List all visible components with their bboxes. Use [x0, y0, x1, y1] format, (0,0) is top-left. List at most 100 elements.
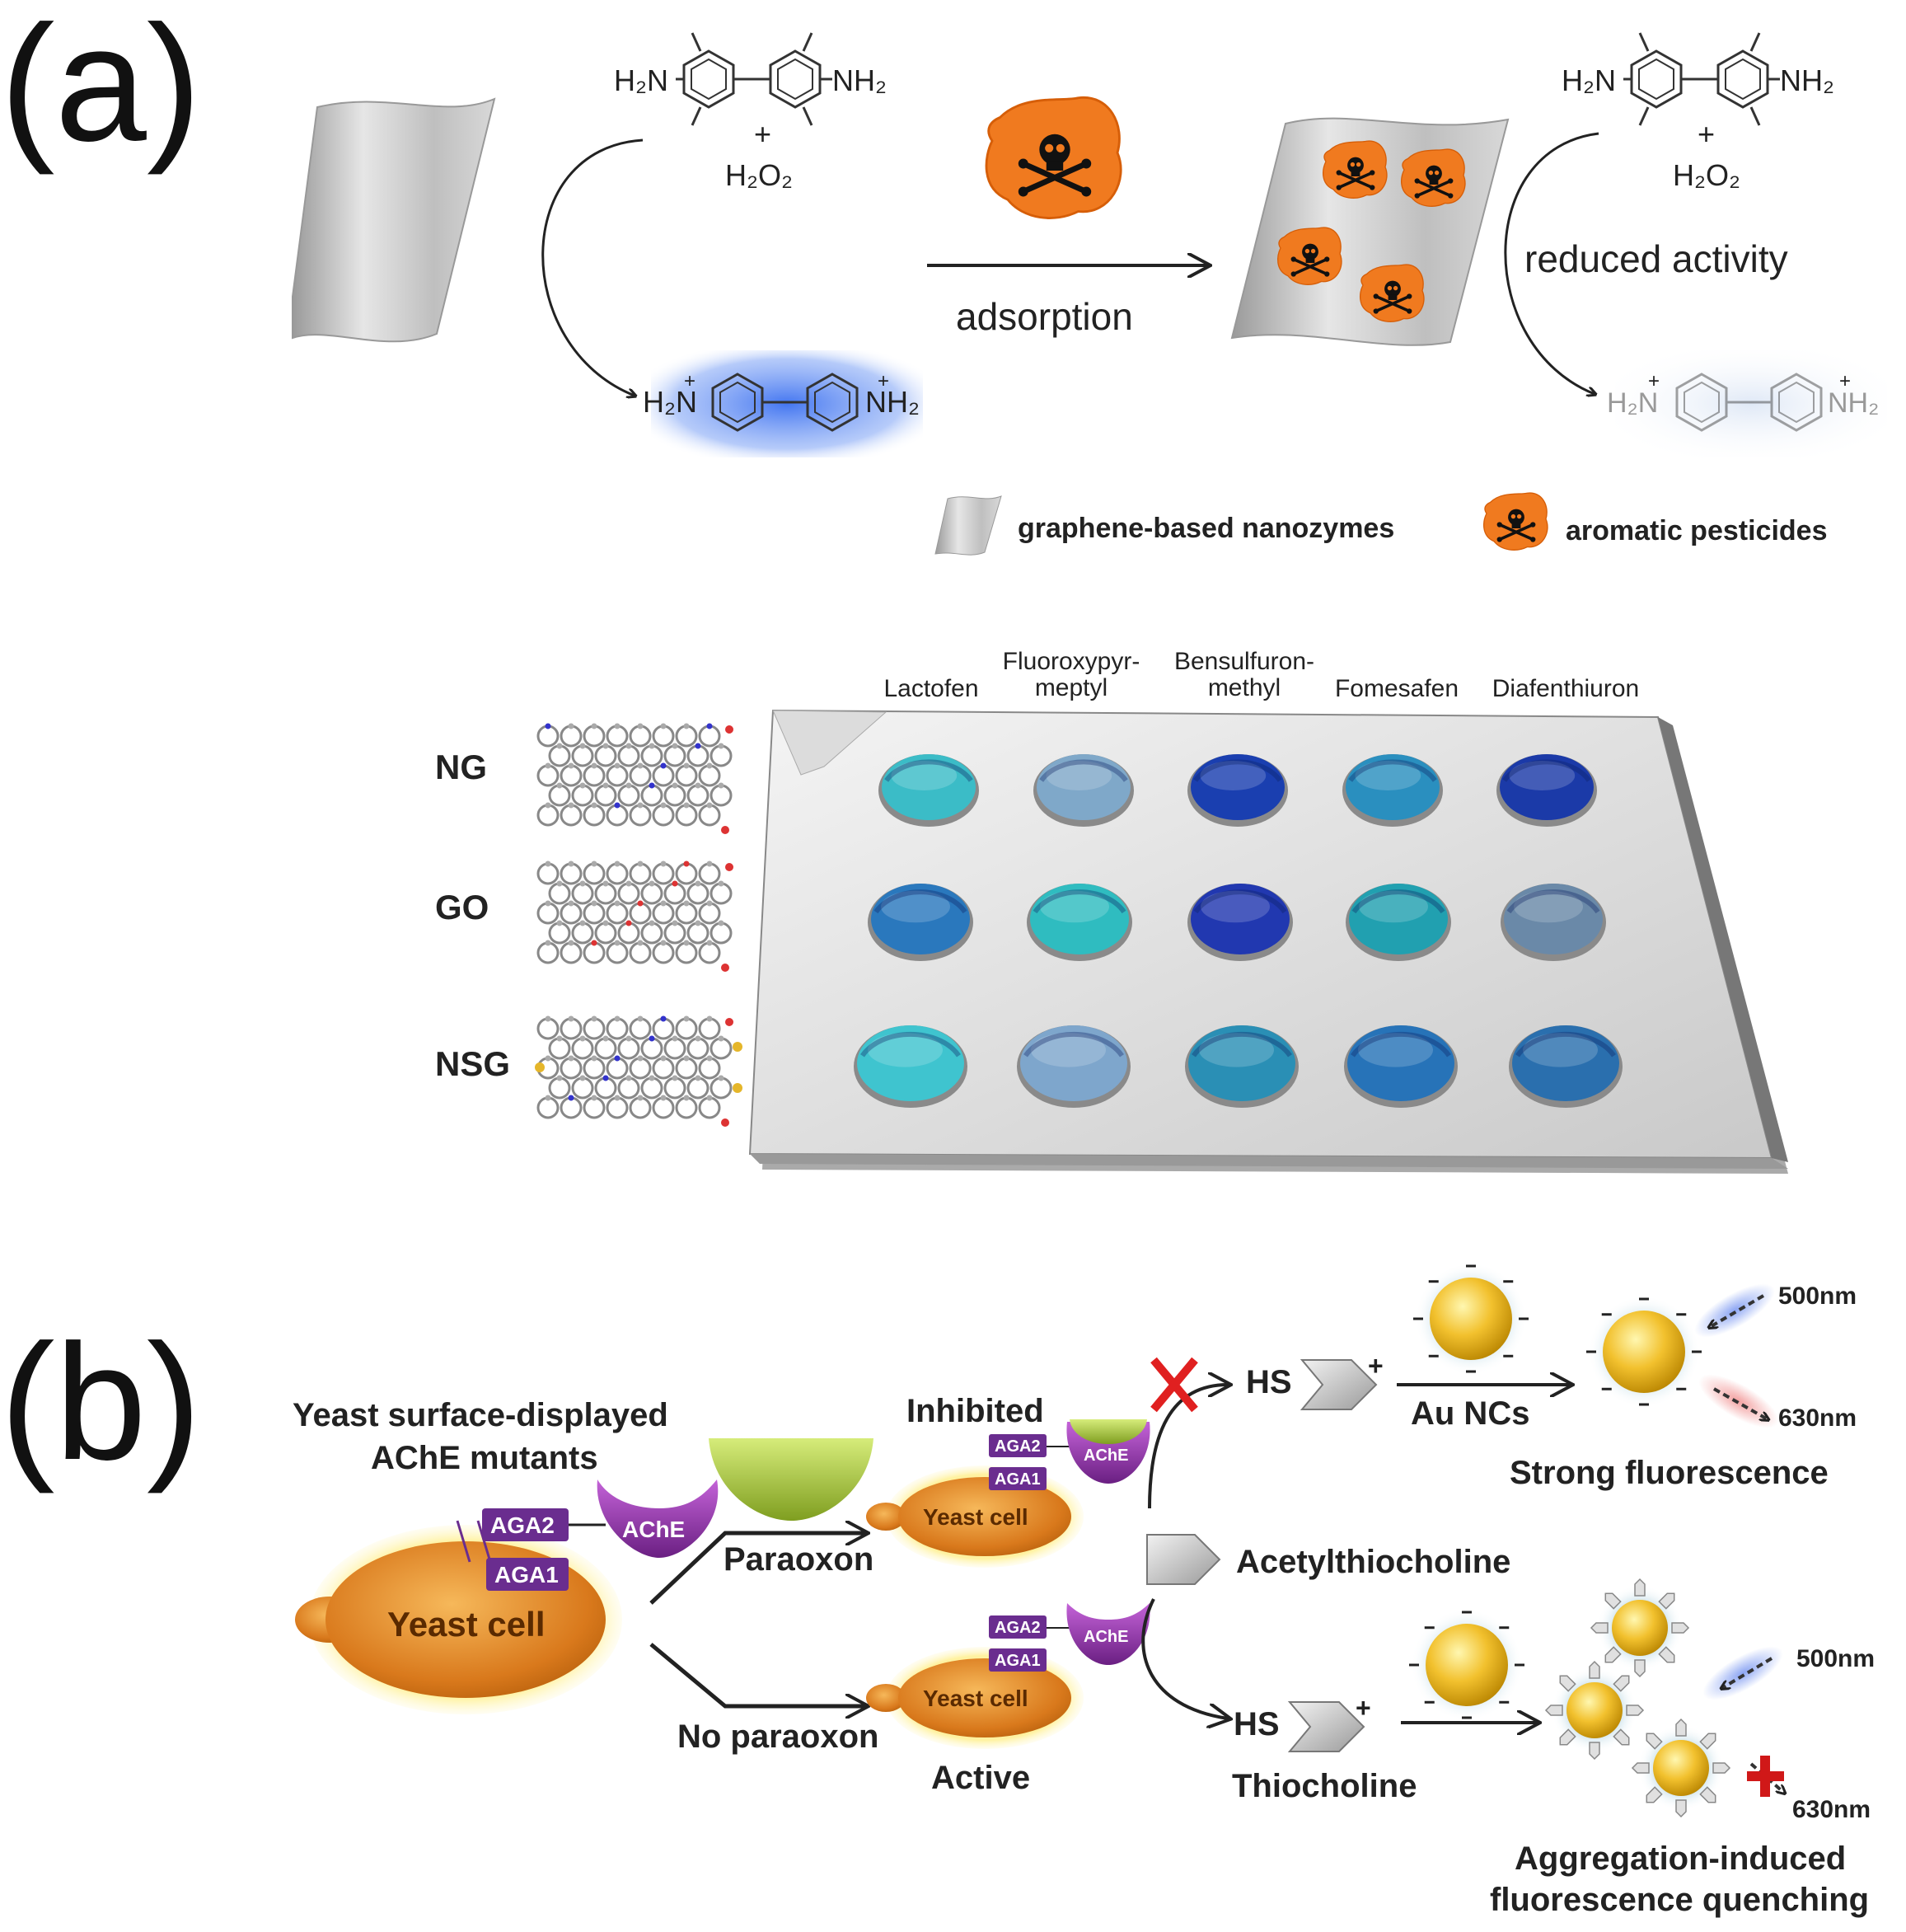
excitation-500-top: 500nm: [1694, 1283, 1857, 1338]
oxidation-arrow-right: [1504, 132, 1599, 394]
active-aga2-label: AGA2: [995, 1619, 1041, 1637]
plate-well: [1346, 884, 1451, 961]
au-nanocluster: [1413, 1263, 1529, 1375]
tmb-plus: +: [754, 117, 771, 151]
thiocholine-bottom: HS + Thiocholine: [1232, 1693, 1417, 1804]
plate-well: [1496, 754, 1597, 827]
plate-well: [1187, 884, 1293, 961]
inhibited-yeast-label: Yeast cell: [923, 1504, 1028, 1530]
au-nanocluster: [1590, 1578, 1690, 1678]
plate-well: [1509, 1025, 1623, 1108]
tmb-molecule: H₂N NH₂ + H₂O₂: [614, 32, 887, 192]
plate-well: [1187, 754, 1288, 827]
thiocholine-top: HS +: [1246, 1351, 1384, 1410]
aga1-tag: [486, 1558, 569, 1591]
plate-well: [1027, 884, 1132, 961]
legend-nanozyme-label: graphene-based nanozymes: [1018, 513, 1394, 544]
active-yeast-label: Yeast cell: [923, 1686, 1028, 1711]
h2o2-label-right: H₂O₂: [1673, 158, 1740, 192]
plate-column-header: Bensulfuron-methyl: [1174, 648, 1314, 701]
oxidation-arrow-left: [541, 138, 644, 396]
reduced-activity-label: reduced activity: [1524, 237, 1788, 280]
legend-pesticide-label: aromatic pesticides: [1566, 515, 1827, 546]
oxtmb-right-group: NH₂: [865, 385, 920, 419]
yeast-title-line2: AChE mutants: [371, 1440, 598, 1476]
aga1-label: AGA1: [494, 1562, 559, 1587]
plate-column-headers: LactofenFluoroxypyr-meptylBensulfuron-me…: [883, 648, 1639, 702]
yeast-cell-inhibited: Inhibited Yeast cell AGA1 AGA2 AChE: [866, 1393, 1150, 1568]
legend: graphene-based nanozymes aromatic pestic…: [934, 492, 1827, 556]
inhibited-ache-label: AChE: [1084, 1447, 1128, 1465]
oxtmb-faded-left-group: H₂N: [1607, 387, 1658, 419]
plate-well: [868, 884, 973, 961]
nm500-label-bottom: 500nm: [1796, 1645, 1875, 1672]
paraoxon-icon: [709, 1438, 873, 1521]
acetylthiocholine-icon: [1146, 1534, 1221, 1585]
nm500-label-top: 500nm: [1778, 1283, 1857, 1310]
legend-pesticide-icon: [1483, 492, 1548, 551]
yeast-cell-active: Yeast cell AGA1 AGA2 AChE Active: [866, 1603, 1150, 1796]
au-nanocluster: [1631, 1718, 1731, 1818]
row-labels: NG GO NSG: [435, 748, 510, 1083]
nm630-label-top: 630nm: [1778, 1404, 1857, 1432]
hs-plus-top: +: [1368, 1351, 1384, 1381]
row-label-nsg: NSG: [435, 1044, 510, 1083]
active-label: Active: [931, 1760, 1030, 1796]
paraoxon-label: Paraoxon: [724, 1541, 873, 1578]
oxtmb-left-group: H₂N: [643, 385, 697, 419]
plate-well: [1344, 1025, 1458, 1108]
yeast-cell-label: Yeast cell: [387, 1605, 545, 1644]
plate-well: [1342, 754, 1443, 827]
aga2-label: AGA2: [490, 1512, 555, 1538]
graphene-structure-icon: [535, 1015, 742, 1127]
tmb-right-right-group: NH₂: [1780, 63, 1834, 97]
branch-arrow-no-paraoxon: [649, 1643, 865, 1706]
yeast-cell-main: Yeast cell AGA1 AGA2 AChE: [295, 1479, 719, 1714]
legend-graphene-icon: [934, 495, 1002, 556]
oxtmb-left-charge: +: [684, 370, 695, 392]
row-label-ng: NG: [435, 748, 487, 786]
tmb-molecule-right: H₂N NH₂ + H₂O₂: [1562, 32, 1834, 192]
ache-label-main: AChE: [622, 1517, 685, 1542]
emission-630-top: 630nm: [1698, 1374, 1857, 1432]
branch-arrow-paraoxon: [649, 1533, 865, 1605]
inhibited-aga2-label: AGA2: [995, 1437, 1041, 1456]
h2o2-label: H₂O₂: [725, 158, 793, 192]
plate-column-header: Lactofen: [883, 675, 978, 702]
tmb-right-group: NH₂: [832, 63, 887, 97]
oxtmb-faded-molecule: H₂N + NH₂ +: [1607, 350, 1887, 457]
oxtmb-faded-right-charge: +: [1839, 370, 1851, 392]
plate-well: [1501, 884, 1606, 961]
hs-label-bottom: HS: [1234, 1706, 1280, 1742]
au-nanocluster: [1586, 1296, 1702, 1408]
tmb-left-group: H₂N: [614, 63, 668, 97]
au-ncs-label: Au NCs: [1411, 1395, 1529, 1432]
plate-column-header: Fomesafen: [1335, 675, 1459, 702]
au-nanocluster: [1544, 1660, 1645, 1761]
oxtmb-faded-left-charge: +: [1648, 370, 1660, 392]
tmb-right-plus: +: [1698, 117, 1715, 151]
hydrolysis-arrow: [1141, 1598, 1228, 1719]
excitation-500-bottom: 500nm: [1702, 1645, 1875, 1700]
au-nanocluster: [1409, 1609, 1524, 1721]
row-label-go: GO: [435, 888, 489, 926]
no-paraoxon-label: No paraoxon: [677, 1719, 878, 1755]
thiocholine-label: Thiocholine: [1232, 1768, 1417, 1804]
tmb-right-left-group: H₂N: [1562, 63, 1616, 97]
ache-enzyme-main: [597, 1479, 719, 1558]
au-nanoclusters: [1409, 1263, 1731, 1818]
active-aga1-label: AGA1: [995, 1652, 1041, 1670]
nm630-label-bottom: 630nm: [1792, 1796, 1871, 1823]
graphene-structure-icon: [536, 860, 733, 972]
yeast-title-line1: Yeast surface-displayed: [293, 1397, 668, 1433]
hs-label-top: HS: [1246, 1364, 1292, 1400]
plate-well: [878, 754, 979, 827]
quench-label-line1: Aggregation-induced: [1515, 1841, 1846, 1877]
oxtmb-blue-molecule: H₂N + NH₂ +: [643, 350, 923, 457]
panel-b-label: (b): [0, 1311, 201, 1494]
adsorbed-sheet: [1230, 117, 1510, 346]
plate-well: [1017, 1025, 1131, 1108]
quenched-x-icon: [1747, 1756, 1784, 1797]
quench-label-line2: fluorescence quenching: [1490, 1882, 1869, 1918]
